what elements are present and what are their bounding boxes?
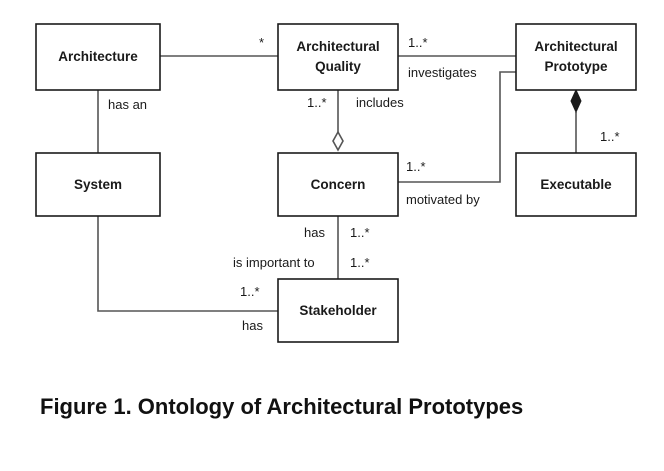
multiplicity-concern-prototype: 1..* xyxy=(406,159,426,174)
figure-caption: Figure 1. Ontology of Architectural Prot… xyxy=(40,394,524,419)
multiplicity-quality-concern: 1..* xyxy=(307,95,327,110)
node-architectural-quality: Architectural Quality xyxy=(277,23,399,91)
node-architectural-prototype-label-2: Prototype xyxy=(544,59,607,74)
node-executable: Executable xyxy=(515,152,637,217)
composition-diamond xyxy=(570,88,582,114)
edge-concern-prototype xyxy=(398,71,516,183)
node-concern-label: Concern xyxy=(311,177,366,192)
multiplicity-concern-bottom: 1..* xyxy=(350,255,370,270)
ontology-diagram: Architecture Architectural Quality Archi… xyxy=(35,23,637,343)
node-architectural-quality-label-2: Quality xyxy=(315,59,361,74)
node-executable-label: Executable xyxy=(540,177,612,192)
multiplicity-concern-top: 1..* xyxy=(350,225,370,240)
aggregation-diamond xyxy=(332,130,344,152)
label-has-stakeholder: has xyxy=(242,318,263,333)
multiplicity-architecture-quality: * xyxy=(259,35,264,50)
node-architecture: Architecture xyxy=(35,23,161,91)
multiplicity-prototype-executable: 1..* xyxy=(600,129,620,144)
node-architectural-prototype: Architectural Prototype xyxy=(515,23,637,91)
multiplicity-system-stakeholder: 1..* xyxy=(240,284,260,299)
node-stakeholder-label: Stakeholder xyxy=(299,303,377,318)
node-system: System xyxy=(35,152,161,217)
label-includes: includes xyxy=(356,95,404,110)
edge-labels: * has an 1..* investigates 1..* includes… xyxy=(108,35,620,333)
multiplicity-quality-prototype: 1..* xyxy=(408,35,428,50)
node-stakeholder: Stakeholder xyxy=(277,278,399,343)
label-is-important-to: is important to xyxy=(233,255,315,270)
node-architecture-label: Architecture xyxy=(58,49,138,64)
node-architectural-quality-label-1: Architectural xyxy=(296,39,379,54)
label-investigates: investigates xyxy=(408,65,477,80)
edge-system-stakeholder xyxy=(97,216,278,312)
node-architectural-prototype-label-1: Architectural xyxy=(534,39,617,54)
node-concern: Concern xyxy=(277,152,399,217)
label-motivated-by: motivated by xyxy=(406,192,480,207)
label-has-an: has an xyxy=(108,97,147,112)
label-has-concern: has xyxy=(304,225,325,240)
edges xyxy=(97,55,582,312)
node-system-label: System xyxy=(74,177,122,192)
